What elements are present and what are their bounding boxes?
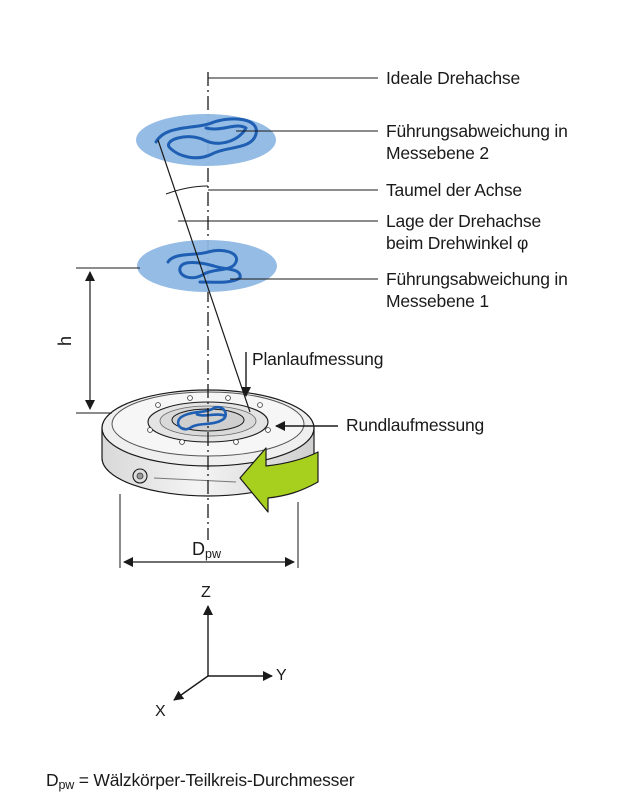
- diameter-label-main: D: [192, 539, 205, 559]
- label-deviation-plane-2-line1: Führungsabweichung in: [386, 121, 568, 141]
- coordinate-axes: [173, 605, 273, 701]
- footnote: Dpw = Wälzkörper-Teilkreis-Durchmesser: [46, 769, 355, 796]
- label-axis-position-line1: Lage der Drehachse: [386, 211, 541, 231]
- measurement-plane-2: [136, 114, 276, 166]
- label-deviation-plane-1-line2: Messebene 1: [386, 291, 489, 311]
- wobble-arc: [165, 185, 209, 195]
- label-wobble: Taumel der Achse: [386, 180, 522, 200]
- diameter-dimension: [119, 494, 299, 568]
- actual-axis-line: [157, 139, 251, 413]
- label-ideal-axis: Ideale Drehachse: [386, 68, 520, 88]
- label-deviation-plane-2-line2: Messebene 2: [386, 143, 489, 163]
- label-face-runout: Planlaufmessung: [252, 349, 384, 369]
- footnote-symbol-sub: pw: [58, 778, 75, 792]
- footnote-symbol: D: [46, 770, 59, 790]
- label-axis-position: Lage der Drehachse beim Drehwinkel φ: [386, 210, 541, 254]
- x-axis-label: X: [155, 703, 166, 720]
- label-deviation-plane-1-line1: Führungsabweichung in: [386, 269, 568, 289]
- height-label: h: [55, 335, 76, 347]
- height-dimension: [76, 267, 140, 414]
- label-deviation-plane-2: Führungsabweichung in Messebene 2: [386, 120, 568, 164]
- label-radial-runout: Rundlaufmessung: [346, 415, 485, 435]
- z-axis-label: Z: [201, 584, 211, 601]
- footnote-text: = Wälzkörper-Teilkreis-Durchmesser: [74, 770, 355, 790]
- y-axis-label: Y: [276, 667, 287, 684]
- label-axis-position-line2: beim Drehwinkel φ: [386, 233, 529, 253]
- rotation-arrow: [239, 447, 319, 513]
- diameter-label-sub: pw: [205, 547, 221, 561]
- label-deviation-plane-1: Führungsabweichung in Messebene 1: [386, 268, 568, 312]
- diameter-label: Dpw: [192, 538, 221, 565]
